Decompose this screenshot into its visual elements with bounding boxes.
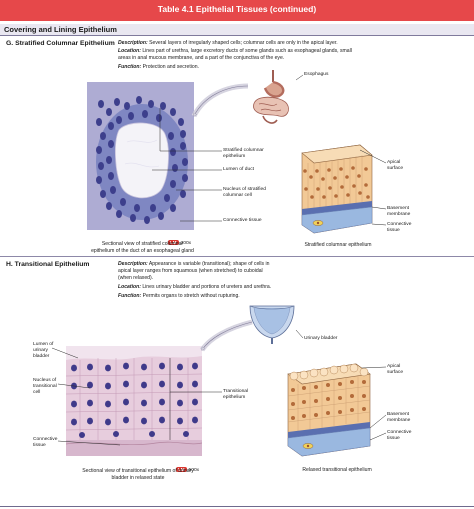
transitional-epithelium-diagram: [287, 363, 371, 457]
transitional-micrograph: [66, 346, 202, 456]
label-lumen-of-duct: Lumen of duct: [223, 167, 254, 172]
label-basement-membrane-g: Basement membrane: [387, 206, 411, 217]
section-divider: [0, 256, 474, 257]
table-title: Table 4.1 Epithelial Tissues (continued): [157, 4, 317, 14]
section-g-heading: G. Stratified Columnar Epithelium: [6, 40, 115, 47]
stratified-columnar-diagram: [301, 144, 373, 234]
esophagus-label: Esophagus: [304, 72, 329, 77]
label-apical-surface-g: Apical surface: [387, 160, 404, 171]
digestive-tract-illustration: [253, 70, 289, 124]
table-bottom-rule: [0, 506, 474, 507]
label-basement-membrane-h: Basement membrane: [387, 412, 411, 423]
stratified-columnar-micrograph: [87, 82, 194, 230]
section-g-description: Description: Several layers of irregular…: [118, 40, 338, 46]
label-connective-tissue-diagram-g: Connective tissue: [387, 222, 412, 233]
label-lumen-urinary-bladder: Lumen of urinary bladder: [33, 342, 54, 359]
section-h-location: Location: Lines urinary bladder and port…: [118, 284, 272, 290]
label-connective-tissue-diagram-h: Connective tissue: [387, 430, 412, 441]
label-stratified-columnar-epithelium: Stratified columnar epithelium: [223, 148, 264, 159]
section-h-description: Description: Appearance is variable (tra…: [118, 261, 270, 281]
section-h-function: Function: Permits organs to stretch with…: [118, 293, 240, 299]
label-transitional-epithelium: Transitional epithelium: [223, 389, 249, 400]
diagram-caption-g: Stratified columnar epithelium: [304, 242, 372, 248]
urinary-bladder-label: Urinary bladder: [304, 336, 338, 341]
location-label: Location:: [118, 48, 141, 54]
section-g-function: Function: Protection and secretion.: [118, 64, 199, 70]
description-label: Description:: [118, 261, 148, 267]
table-title-banner: [0, 0, 474, 21]
micrograph-caption-h: Sectional view of transitional epitheliu…: [82, 468, 194, 481]
section-h-heading: H. Transitional Epithelium: [6, 261, 90, 268]
section-g-location: Location: Lines part of urethra, large e…: [118, 48, 352, 61]
label-apical-surface-h: Apical surface: [387, 364, 404, 375]
diagram-caption-h: Relaxed transitional epithelium: [302, 467, 372, 473]
label-nucleus-stratified-columnar-cell: Nucleus of stratified columnar cell: [223, 187, 266, 198]
micrograph-caption-g: Sectional view of stratified columnar ep…: [91, 241, 194, 254]
category-bar: [0, 24, 474, 36]
label-nucleus-transitional-cell: Nucleus of transitional cell: [33, 378, 57, 395]
location-label: Location:: [118, 284, 141, 290]
category-title: Covering and Lining Epithelium: [4, 25, 117, 34]
function-label: Function:: [118, 64, 142, 70]
urinary-bladder-illustration: [249, 305, 295, 344]
label-connective-tissue-g: Connective tissue: [223, 218, 262, 223]
function-label: Function:: [118, 293, 142, 299]
description-label: Description:: [118, 40, 148, 46]
label-connective-tissue-h: Connective tissue: [33, 437, 58, 448]
